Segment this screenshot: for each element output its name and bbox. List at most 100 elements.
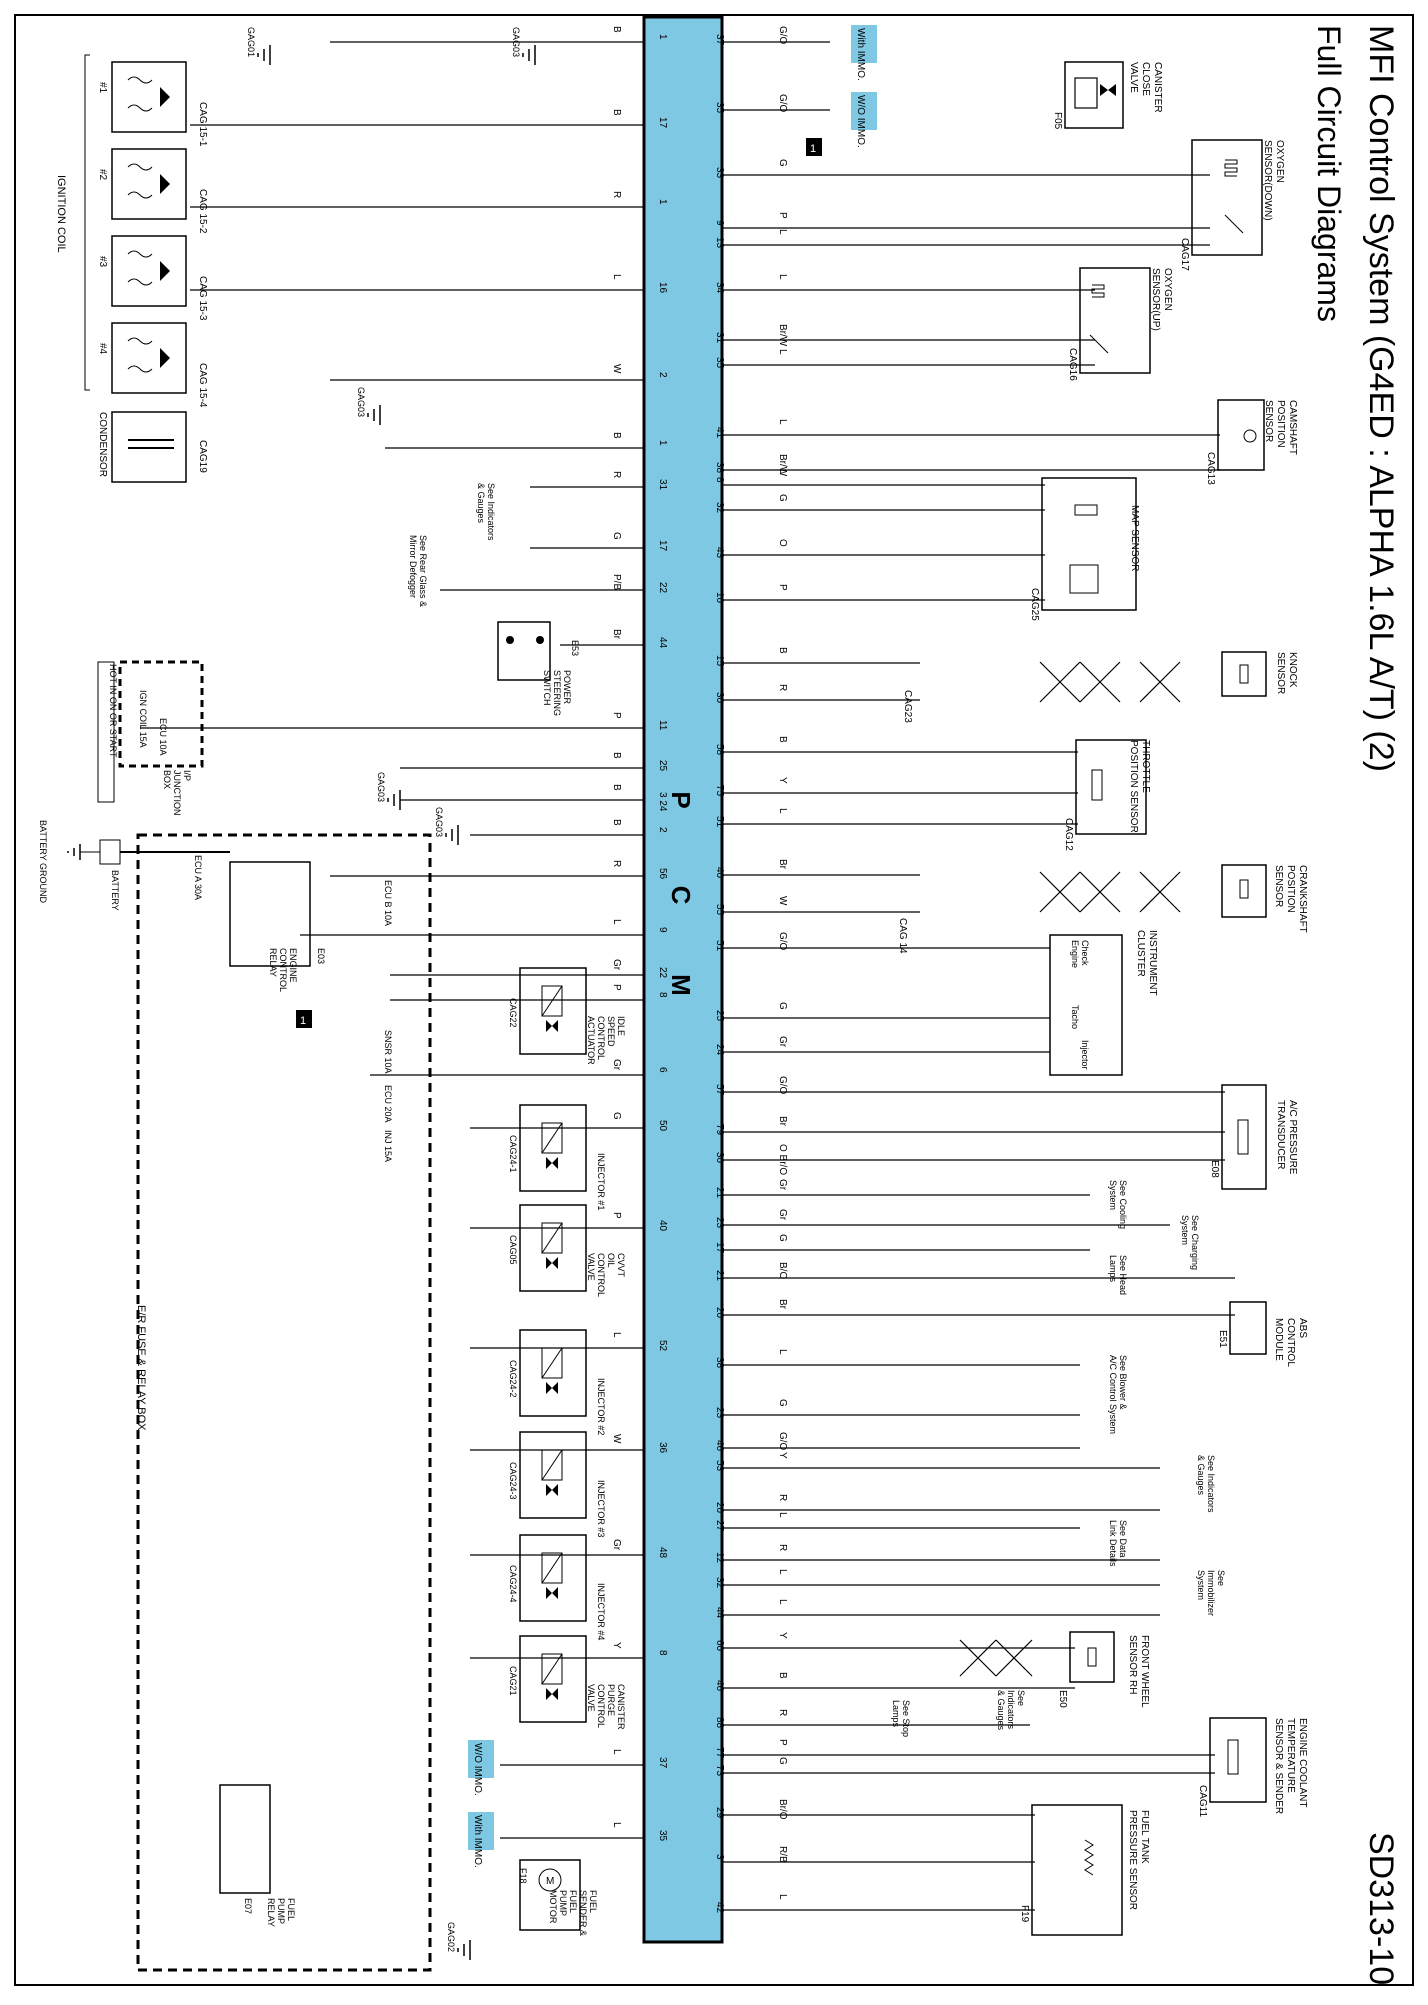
svg-text:INJ 15A: INJ 15A xyxy=(383,1130,393,1162)
actuator-body xyxy=(519,1635,587,1723)
svg-text:MODULE: MODULE xyxy=(1273,1318,1284,1361)
instrument-cluster: INSTRUMENT CLUSTER Check Engine Tacho In… xyxy=(1049,930,1158,1076)
ground-label: GAG02 xyxy=(446,1922,456,1952)
right-components: CANISTER CLOSE VALVE F05 OXYGEN SENSOR(D… xyxy=(897,61,1308,1936)
ground-icon xyxy=(457,1940,471,1960)
svg-text:Lamps: Lamps xyxy=(891,1700,901,1728)
right-pin-number: 43 xyxy=(714,547,725,559)
splice-markers: 1 1 xyxy=(296,138,822,1028)
page-title: MFI Control System (G4ED : ALPHA 1.6L A/… xyxy=(1362,25,1400,772)
wo-immo-tag-top: W/O IMMO. xyxy=(855,95,866,148)
right-pin-number: 23 xyxy=(714,1217,725,1229)
valve-icon xyxy=(546,1157,558,1169)
right-pin-number: 12 xyxy=(714,1552,725,1564)
fuel-pump-motor: M FUEL SENDER & FUEL PUMP MOTOR F18 xyxy=(518,1859,598,1936)
svg-text:See Data: See Data xyxy=(1118,1520,1128,1558)
right-pin-number: 27 xyxy=(714,1520,725,1532)
right-pin-wire-color: L xyxy=(777,229,788,235)
solenoid-icon xyxy=(541,1449,563,1481)
svg-text:PUMP: PUMP xyxy=(558,1890,568,1916)
right-pin-wire-color: R/B xyxy=(777,1846,788,1863)
knock-sensor: KNOCK SENSOR CAG23 xyxy=(902,651,1298,723)
svg-text:SENSOR(DOWN): SENSOR(DOWN) xyxy=(1262,140,1273,221)
svg-text:CAG23: CAG23 xyxy=(902,690,913,723)
left-pin-wire-color: R xyxy=(611,860,622,867)
solenoid-icon xyxy=(541,1347,563,1379)
pcm-letter-m: M xyxy=(666,974,696,996)
svg-text:ABS: ABS xyxy=(1297,1318,1308,1338)
ignition-coil-connector: CAG 15-2 xyxy=(197,189,208,234)
right-pin-number: 51 xyxy=(714,940,725,952)
with-immo-tag-bottom: With IMMO. xyxy=(472,1815,483,1868)
svg-text:CAG12: CAG12 xyxy=(1063,818,1074,851)
svg-text:E07: E07 xyxy=(243,1898,253,1914)
left-pin-wire-color: B xyxy=(611,819,622,826)
ac-pressure-transducer: A/C PRESSURE TRANSDUCER E08 xyxy=(1209,1084,1298,1190)
svg-text:TRANSDUCER: TRANSDUCER xyxy=(1275,1100,1286,1169)
left-pin-number: 2 xyxy=(657,372,668,378)
actuator-body xyxy=(519,1431,587,1519)
actuator-label: ACTUATOR xyxy=(586,1016,596,1065)
left-pin-wire-color: G xyxy=(611,532,622,540)
ignition-coil-body xyxy=(111,61,187,133)
svg-text:ENGINE: ENGINE xyxy=(288,948,298,983)
solenoid-icon xyxy=(541,985,563,1017)
svg-text:PRESSURE SENSOR: PRESSURE SENSOR xyxy=(1127,1810,1138,1910)
svg-text:HOT IN ON OR START: HOT IN ON OR START xyxy=(108,664,118,758)
right-pin-wire-color: O Br/O xyxy=(777,1144,788,1175)
svg-text:IGNITION COIL: IGNITION COIL xyxy=(55,175,67,253)
left-pin-wire-color: L xyxy=(611,274,622,280)
left-pin-number: 8 xyxy=(657,992,668,998)
right-pin-wire-color: Y xyxy=(777,1452,788,1459)
right-pin-wire-color: L xyxy=(777,1569,788,1575)
ground-label: GAG03 xyxy=(434,807,444,837)
oxygen-sensor-down: OXYGEN SENSOR(DOWN) CAG17 xyxy=(1179,139,1285,271)
coolant-temp-sensor: ENGINE COOLANT TEMPERATURE SENSOR & SEND… xyxy=(1197,1717,1308,1817)
right-pin-wire-color: B xyxy=(777,1672,788,1679)
right-pin-wire-color: G xyxy=(777,494,788,502)
left-pin-wire-color: W xyxy=(611,364,622,374)
left-pin-wire-color: P xyxy=(611,712,622,719)
svg-text:FUEL: FUEL xyxy=(588,1890,598,1913)
left-pin-number: 2 xyxy=(657,827,668,833)
right-pin-wire-color: B xyxy=(777,647,788,654)
actuator-body xyxy=(519,1329,587,1417)
svg-text:A/C PRESSURE: A/C PRESSURE xyxy=(1287,1100,1298,1175)
coil-winding-icon xyxy=(127,76,153,112)
svg-text:System: System xyxy=(1180,1215,1190,1245)
actuator-body xyxy=(519,1534,587,1622)
right-pin-number: 35 xyxy=(714,357,725,369)
left-pin-wire-color: P/B xyxy=(611,574,622,590)
canister-close-valve: CANISTER CLOSE VALVE F05 xyxy=(1052,61,1163,130)
left-pin-number: 52 xyxy=(657,1340,668,1352)
pcm-letter-c: C xyxy=(666,886,696,905)
immo-tags: With IMMO. W/O IMMO. W/O IMMO. With IMMO… xyxy=(468,25,877,1868)
right-pin-number: 53 xyxy=(714,1460,725,1472)
left-pin-wire-color: B xyxy=(611,109,622,116)
ground-icon xyxy=(257,45,271,65)
left-pin-number: 9 xyxy=(657,927,668,933)
right-pin-number: 44 xyxy=(714,1607,725,1619)
actuator-label: INJECTOR #3 xyxy=(596,1480,606,1537)
left-pin-number: 56 xyxy=(657,868,668,880)
right-pin-wire-color: R xyxy=(777,1494,788,1501)
actuator-label: VALVE xyxy=(586,1253,596,1281)
svg-text:See Head: See Head xyxy=(1118,1255,1128,1295)
svg-text:FRONT WHEEL: FRONT WHEEL xyxy=(1139,1635,1150,1708)
right-pin-wire-color: G xyxy=(777,1757,788,1765)
right-pin-number: 51 xyxy=(714,816,725,828)
actuator-connector: CAG24-1 xyxy=(508,1135,518,1173)
diode-icon xyxy=(160,348,170,368)
left-pin-wire-color: P xyxy=(611,1212,622,1219)
svg-text:SENDER &: SENDER & xyxy=(578,1890,588,1936)
right-pin-wire-color: Br xyxy=(777,1116,788,1127)
right-pin-wire-color: Gr xyxy=(777,1209,788,1221)
map-sensor: MAP SENSOR CAG25 xyxy=(1029,477,1140,621)
solenoid-icon-slash xyxy=(541,1653,563,1685)
left-pin-number: 1 xyxy=(657,34,668,40)
right-pin-wire-color: Y xyxy=(777,1632,788,1639)
right-pin-number: 46 xyxy=(714,1440,725,1452)
